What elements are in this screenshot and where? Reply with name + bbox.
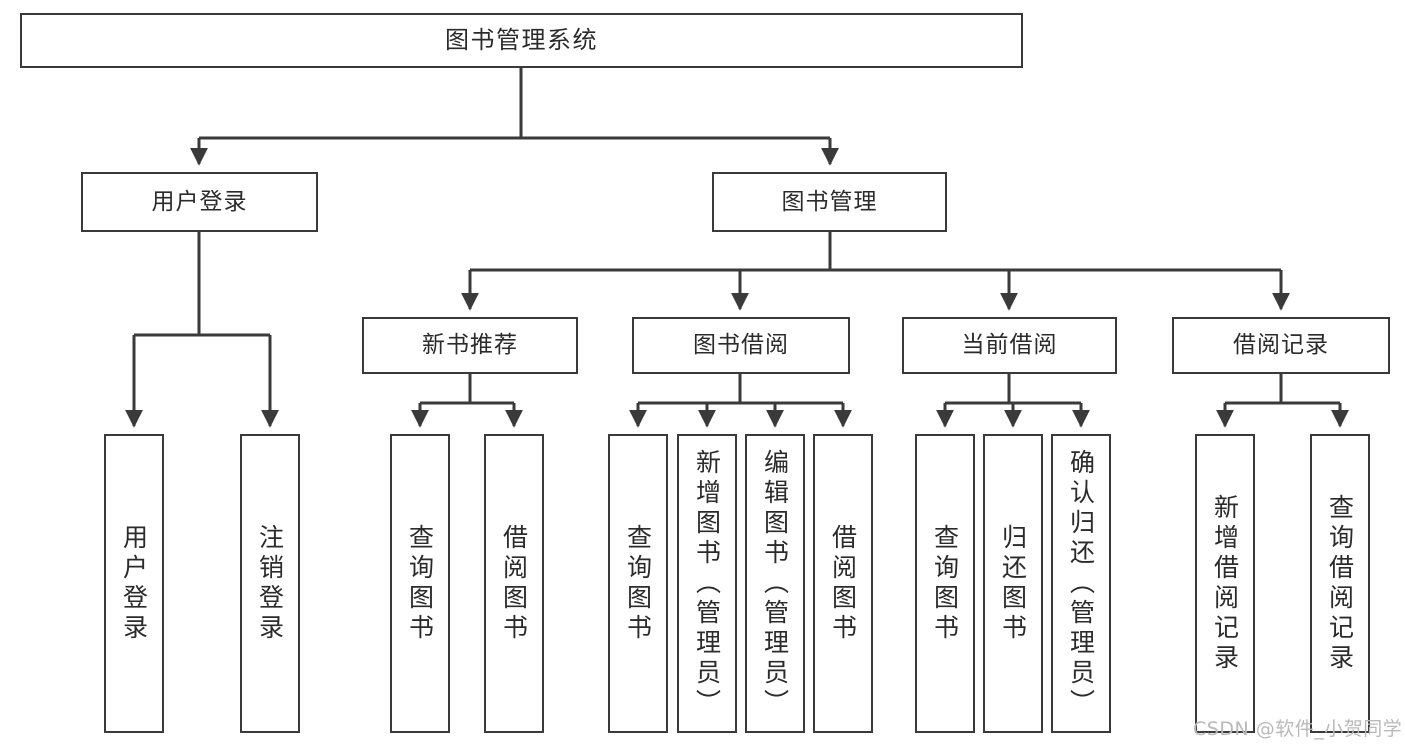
node-leaf-label: 新增借阅记录 <box>1210 493 1240 674</box>
node-book-borrow-label: 图书借阅 <box>693 332 789 359</box>
node-book-manage[interactable]: 图书管理 <box>712 172 947 232</box>
node-leaf-borrow-book-1[interactable]: 借阅图书 <box>484 434 544 733</box>
node-leaf-borrow-book-2[interactable]: 借阅图书 <box>813 434 873 733</box>
node-leaf-label: 查询图书 <box>623 523 653 644</box>
node-leaf-label: 注销登录 <box>255 523 285 644</box>
node-leaf-label: 查询借阅记录 <box>1325 493 1355 674</box>
node-leaf-add-record[interactable]: 新增借阅记录 <box>1195 434 1255 733</box>
node-current-borrow-label: 当前借阅 <box>961 332 1058 359</box>
node-leaf-label: 查询图书 <box>405 523 435 644</box>
node-leaf-user-login[interactable]: 用户登录 <box>104 434 164 733</box>
node-leaf-label: 借阅图书 <box>499 523 529 644</box>
node-leaf-user-logout[interactable]: 注销登录 <box>240 434 300 733</box>
node-borrow-record-label: 借阅记录 <box>1233 332 1329 359</box>
node-leaf-query-record[interactable]: 查询借阅记录 <box>1310 434 1370 733</box>
node-book-manage-label: 图书管理 <box>781 188 878 215</box>
node-leaf-query-book-1[interactable]: 查询图书 <box>390 434 450 733</box>
node-root-label: 图书管理系统 <box>445 25 598 54</box>
node-leaf-return-book[interactable]: 归还图书 <box>983 434 1043 733</box>
node-leaf-query-book-2[interactable]: 查询图书 <box>608 434 668 733</box>
node-leaf-label: 编辑图书（管理员） <box>760 448 790 719</box>
node-book-borrow[interactable]: 图书借阅 <box>632 317 850 374</box>
node-leaf-label: 查询图书 <box>930 523 960 644</box>
node-user-login[interactable]: 用户登录 <box>81 172 318 232</box>
node-leaf-label: 新增图书（管理员） <box>692 448 722 719</box>
node-leaf-label: 确认归还（管理员） <box>1066 448 1096 719</box>
node-leaf-confirm-return[interactable]: 确认归还（管理员） <box>1051 434 1111 733</box>
csdn-watermark: CSDN @软件_小贺同学 <box>1193 718 1403 740</box>
node-leaf-label: 借阅图书 <box>828 523 858 644</box>
node-leaf-query-book-3[interactable]: 查询图书 <box>915 434 975 733</box>
node-leaf-edit-book[interactable]: 编辑图书（管理员） <box>745 434 805 733</box>
node-leaf-label: 归还图书 <box>998 523 1028 644</box>
node-borrow-record[interactable]: 借阅记录 <box>1172 317 1390 374</box>
node-new-book-rec[interactable]: 新书推荐 <box>362 317 578 374</box>
node-leaf-add-book[interactable]: 新增图书（管理员） <box>677 434 737 733</box>
node-current-borrow[interactable]: 当前借阅 <box>902 317 1117 374</box>
node-leaf-label: 用户登录 <box>119 523 149 644</box>
node-user-login-label: 用户登录 <box>151 188 248 215</box>
node-new-book-rec-label: 新书推荐 <box>422 332 518 359</box>
node-root[interactable]: 图书管理系统 <box>20 13 1023 68</box>
